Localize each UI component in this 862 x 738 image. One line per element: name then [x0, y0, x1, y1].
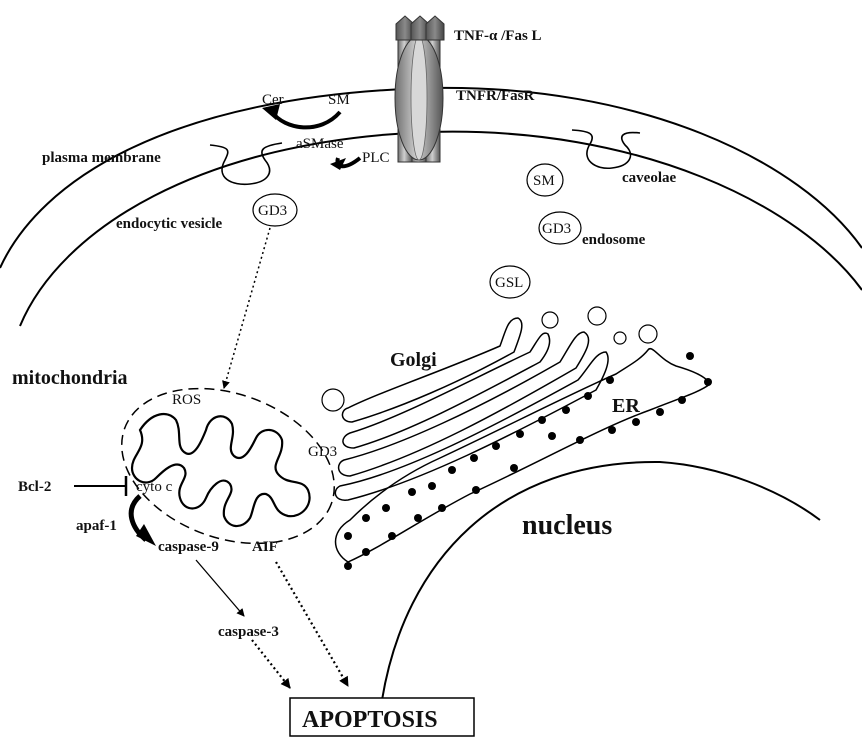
golgi-label: Golgi	[390, 349, 437, 371]
receptor-label: TNFR/FasR	[456, 88, 535, 104]
aif-to-apoptosis-arrow	[276, 562, 348, 686]
cer-label: Cer	[262, 92, 284, 108]
endosome-label: endosome	[582, 232, 646, 248]
caspase9-label: caspase-9	[158, 539, 219, 555]
ligand-icon	[396, 16, 444, 40]
caveolae-pit-shape	[572, 130, 640, 168]
apaf1-activation-arrow	[131, 496, 156, 546]
er-label: ER	[612, 395, 640, 417]
plc-label: PLC	[362, 150, 390, 166]
nucleus-label: nucleus	[522, 510, 612, 541]
receptor-icon	[395, 36, 443, 162]
mitochondria-outer-membrane	[100, 361, 356, 572]
asmase-label: aSMase	[296, 136, 344, 152]
gd3-endosome-label: GD3	[542, 221, 571, 237]
bcl2-inhibition-line	[74, 476, 126, 496]
apoptosis-label: APOPTOSIS	[302, 707, 438, 733]
gsl-label: GSL	[495, 275, 523, 291]
plasma-membrane-label: plasma membrane	[42, 150, 161, 166]
ros-label: ROS	[172, 392, 201, 408]
ligand-label: TNF-α /Fas L	[454, 28, 542, 44]
nucleus-envelope	[382, 462, 820, 700]
caveolae-label: caveolae	[622, 170, 676, 186]
apaf1-label: apaf-1	[76, 518, 117, 534]
caspase9-to-caspase3-arrow	[196, 560, 244, 616]
endocytic-vesicle-label: endocytic vesicle	[116, 216, 223, 232]
aif-label: AIF	[252, 539, 278, 555]
caspase3-label: caspase-3	[218, 624, 279, 640]
plc-conversion-arrow	[330, 158, 360, 170]
sm-caveolae-label: SM	[533, 173, 555, 189]
caspase3-to-apoptosis-arrow	[252, 640, 290, 688]
sm-top-label: SM	[328, 92, 350, 108]
endocytic-pit-shape	[210, 143, 282, 184]
golgi-vesicles	[322, 307, 657, 411]
gd3-golgi-label: GD3	[308, 444, 337, 460]
bcl2-label: Bcl-2	[18, 479, 51, 495]
cyto-c-label: cyto c	[136, 479, 173, 495]
gd3-to-mitochondria-arrow	[224, 228, 270, 388]
gd3-vesicle-label: GD3	[258, 203, 287, 219]
mitochondria-label: mitochondria	[12, 367, 128, 389]
